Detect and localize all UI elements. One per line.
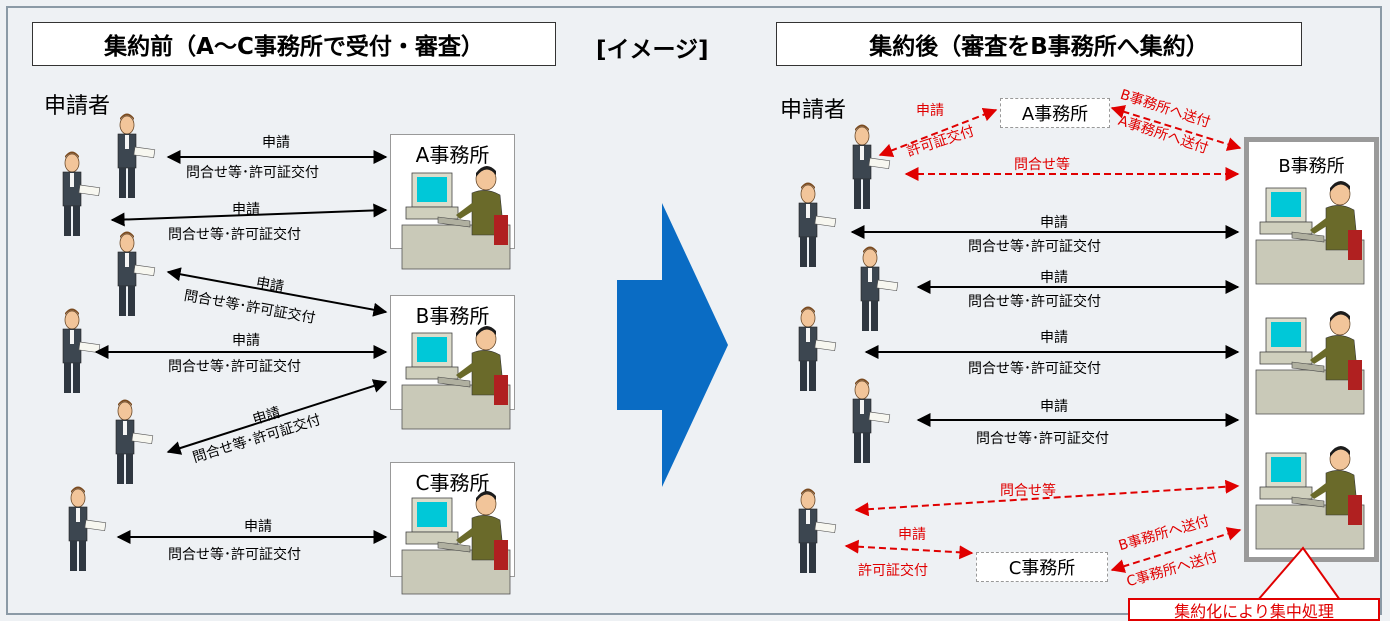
left-label-inquiry-2: 問合せ等･許可証交付 [168,227,301,243]
left-label-apply-6: 申請 [244,519,272,535]
right-person-3 [860,246,899,332]
callout-pointer [1255,546,1342,601]
callout-box: 集約化により集中処理 [1128,598,1380,621]
red-label-apply-top: 申請 [916,103,944,119]
right-label-inquiry-2: 問合せ等･許可証交付 [968,294,1101,310]
left-label-apply-1: 申請 [262,135,290,151]
office-c-name: C事務所 [415,471,490,495]
left-person-1 [117,113,156,199]
red-arrow-apply-a [878,108,998,157]
right-person-1 [852,124,891,210]
left-computer-c [401,490,511,595]
left-arrow-2 [110,203,388,227]
left-label-inquiry-4: 問合せ等･許可証交付 [168,359,301,375]
right-office-c: C事務所 [976,552,1108,582]
right-label-apply-4: 申請 [1040,399,1068,415]
right-office-b-name: B事務所 [1278,156,1345,177]
right-label-apply-2: 申請 [1040,270,1068,286]
right-person-4 [798,306,837,392]
after-title: 集約後（審査をB事務所へ集約） [776,22,1302,66]
right-person-6 [798,488,837,574]
left-label-apply-4: 申請 [232,333,260,349]
image-label: [イメージ] [596,37,709,63]
left-arrow-5 [166,379,388,455]
right-person-2 [798,182,837,268]
left-label-inquiry-1: 問合せ等･許可証交付 [186,165,319,181]
red-label-apply-bottom: 申請 [898,527,926,543]
right-person-5 [852,378,891,464]
left-person-2 [62,151,101,237]
left-person-4 [62,308,101,394]
right-applicant-label: 申請者 [780,98,847,123]
red-label-inquiry-top: 問合せ等 [1014,157,1070,173]
left-person-5 [115,399,154,485]
right-computer-1 [1255,180,1365,285]
left-computer-b [401,325,511,430]
red-arrow-c-b [1110,527,1242,573]
right-label-apply-3: 申請 [1040,330,1068,346]
right-label-inquiry-3: 問合せ等･許可証交付 [968,361,1101,377]
red-arrow-apply-c [844,539,974,560]
right-label-inquiry-4: 問合せ等･許可証交付 [976,431,1109,447]
left-applicant-label: 申請者 [44,94,111,119]
right-computer-3 [1255,445,1365,550]
left-person-6 [68,486,107,572]
red-label-permit-bottom: 許可証交付 [858,563,928,579]
left-arrow-3 [166,267,388,317]
left-label-inquiry-6: 問合せ等･許可証交付 [168,547,301,563]
right-computer-2 [1255,310,1365,415]
left-computer-a [401,165,511,270]
office-a-name: A事務所 [415,143,490,167]
red-arrow-a-b [1110,105,1242,151]
before-title: 集約前（A〜C事務所で受付・審査） [32,22,556,66]
red-label-inquiry-bottom: 問合せ等 [1000,483,1056,499]
right-office-a: A事務所 [1000,98,1110,128]
left-person-3 [117,231,156,317]
right-label-inquiry-1: 問合せ等･許可証交付 [968,239,1101,255]
office-b-name: B事務所 [415,304,490,328]
red-arrow-inquiry-bottom [854,479,1240,517]
left-label-apply-2: 申請 [232,202,260,218]
right-label-apply-1: 申請 [1040,215,1068,231]
transition-arrow [617,203,728,487]
